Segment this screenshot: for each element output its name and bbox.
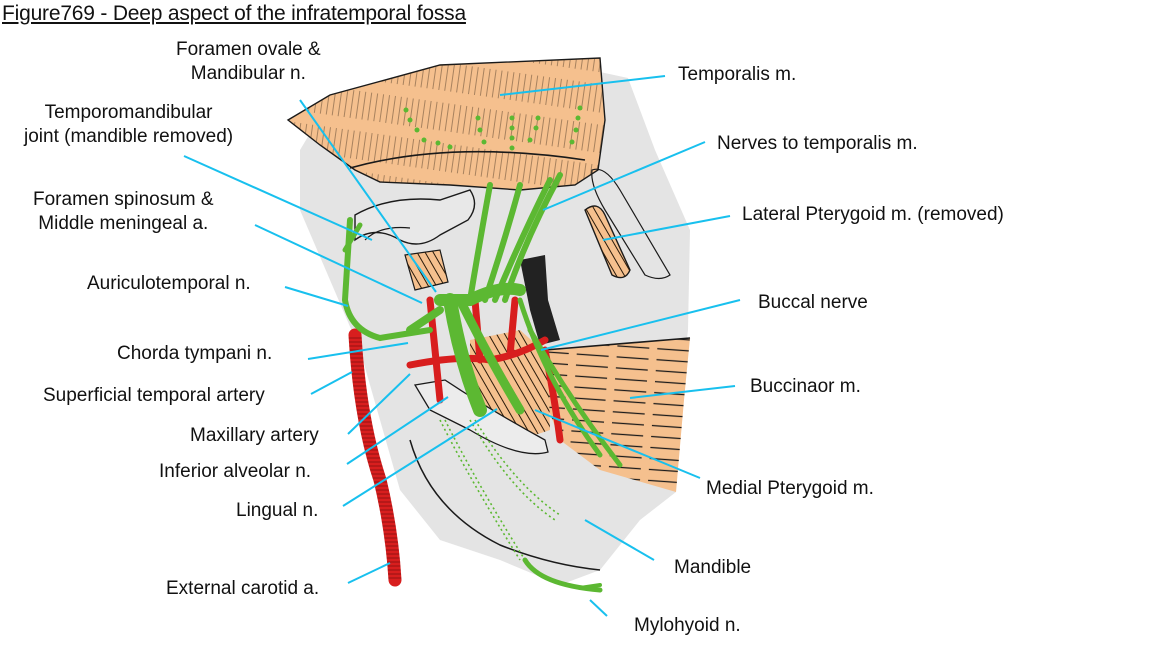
tmj-structure <box>354 189 476 291</box>
label-lateral-pterygoid: Lateral Pterygoid m. (removed) <box>742 204 1004 225</box>
label-medial-pterygoid: Medial Pterygoid m. <box>706 478 874 499</box>
label-superficial-temporal: Superficial temporal artery <box>43 385 265 406</box>
label-temporalis: Temporalis m. <box>678 64 797 85</box>
label-buccal-nerve: Buccal nerve <box>758 292 868 313</box>
label-line: Temporomandibular <box>44 102 213 123</box>
label-line: Mandibular n. <box>190 63 306 84</box>
label-mylohyoid: Mylohyoid n. <box>634 615 741 636</box>
leader-lines <box>183 75 741 617</box>
label-mandible: Mandible <box>674 557 752 578</box>
label-line: Foramen spinosum & <box>33 189 214 210</box>
figure-title: Figure769 - Deep aspect of the infratemp… <box>2 2 466 25</box>
nerves <box>341 172 623 593</box>
label-external-carotid: External carotid a. <box>166 578 320 599</box>
label-line: Foramen ovale & <box>176 39 321 60</box>
label-line: Middle meningeal a. <box>38 213 209 234</box>
label-buccinator: Buccinaor m. <box>750 376 861 397</box>
mandibular-canal-path <box>439 419 561 561</box>
temporalis-muscle <box>286 57 606 191</box>
label-nerves-temporalis: Nerves to temporalis m. <box>717 133 918 154</box>
label-foramen-spinosum: Foramen spinosum & Middle meningeal a. <box>33 188 214 236</box>
label-auriculotemporal: Auriculotemporal n. <box>87 273 251 294</box>
shadow-region <box>520 255 560 345</box>
label-lingual: Lingual n. <box>236 500 319 521</box>
buccinator-muscle <box>544 337 691 492</box>
label-maxillary-artery: Maxillary artery <box>190 425 319 446</box>
label-tmj: Temporomandibular joint (mandible remove… <box>24 101 233 149</box>
label-line: joint (mandible removed) <box>24 126 234 147</box>
label-chorda-tympani: Chorda tympani n. <box>117 343 273 364</box>
label-inferior-alveolar: Inferior alveolar n. <box>159 461 312 482</box>
external-carotid-artery <box>348 328 402 587</box>
mandible-outline <box>409 439 601 571</box>
label-foramen-ovale: Foramen ovale & Mandibular n. <box>176 38 321 86</box>
